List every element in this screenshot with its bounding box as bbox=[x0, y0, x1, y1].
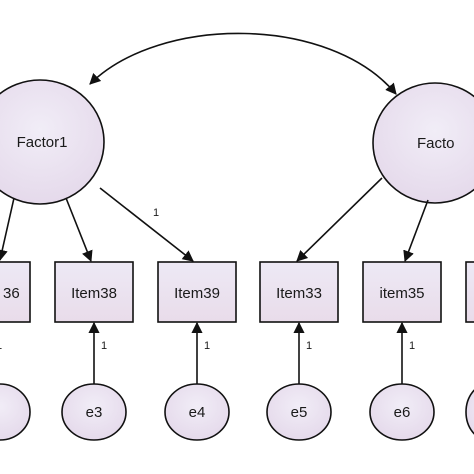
observed-item35: item35 bbox=[362, 261, 442, 323]
path-factor1-item39 bbox=[99, 187, 194, 262]
path-factor1-item36 bbox=[0, 197, 15, 262]
latent-factor-1: Factor1 bbox=[0, 79, 105, 205]
observed-item35-label: item35 bbox=[379, 285, 424, 302]
observed-item39: Item39 bbox=[157, 261, 237, 323]
error-e3: e3 bbox=[61, 383, 127, 441]
weight-left-edge: 1 bbox=[0, 340, 2, 352]
weight-e5-item33: 1 bbox=[306, 340, 312, 352]
path-factor1-item38 bbox=[65, 197, 93, 263]
weight-e3-item38: 1 bbox=[101, 340, 107, 352]
error-e4: e4 bbox=[164, 383, 230, 441]
weight-e6-item35: 1 bbox=[409, 340, 415, 352]
observed-item38-label: Item38 bbox=[71, 285, 117, 302]
observed-item38: Item38 bbox=[54, 261, 134, 323]
path-factor2-item35 bbox=[403, 199, 429, 263]
weight-factor1-item39: 1 bbox=[153, 207, 159, 219]
error-e5: e5 bbox=[266, 383, 332, 441]
observed-item36-label: 36 bbox=[3, 285, 20, 302]
latent-factor-1-label: Factor1 bbox=[17, 134, 68, 151]
error-e4-label: e4 bbox=[189, 404, 206, 421]
error-e5-label: e5 bbox=[291, 404, 308, 421]
latent-factor-2-label: Facto bbox=[417, 135, 455, 152]
error-partial-right bbox=[465, 389, 474, 435]
observed-item33-label: Item33 bbox=[276, 285, 322, 302]
weight-e4-item39: 1 bbox=[204, 340, 210, 352]
error-partial-left bbox=[0, 383, 31, 441]
latent-factor-2: Facto bbox=[372, 82, 474, 204]
observed-item39-label: Item39 bbox=[174, 285, 220, 302]
error-e6: e6 bbox=[369, 383, 435, 441]
error-e6-label: e6 bbox=[394, 404, 411, 421]
observed-item36: 36 bbox=[0, 261, 31, 323]
covariance-arrow bbox=[89, 32, 397, 95]
path-factor2-item33 bbox=[296, 177, 383, 262]
observed-item-partial-right bbox=[465, 261, 474, 323]
observed-item33: Item33 bbox=[259, 261, 339, 323]
error-e3-label: e3 bbox=[86, 404, 103, 421]
